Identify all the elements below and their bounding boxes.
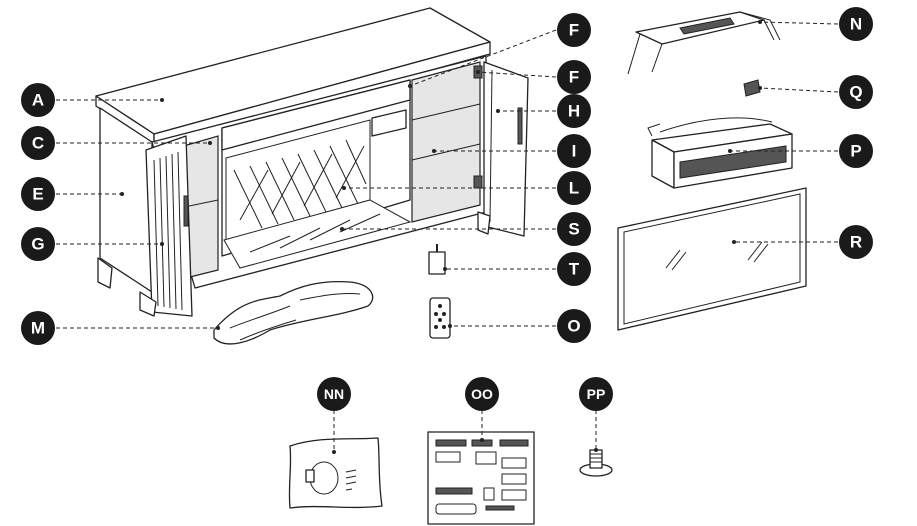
label-T: T — [557, 252, 591, 286]
svg-text:NN: NN — [324, 386, 344, 402]
label-A: A — [21, 83, 55, 117]
svg-text:G: G — [31, 235, 44, 254]
svg-text:A: A — [32, 91, 44, 110]
svg-text:C: C — [32, 134, 44, 153]
label-E: E — [21, 177, 55, 211]
label-P: P — [839, 134, 873, 168]
label-PP: PP — [579, 377, 613, 411]
svg-text:OO: OO — [471, 386, 493, 402]
svg-text:N: N — [850, 15, 862, 34]
tv-stand-cabinet — [95, 7, 529, 317]
leader-lines — [56, 20, 839, 454]
label-C: C — [21, 126, 55, 160]
label-F-upper: F — [557, 13, 591, 47]
svg-text:E: E — [32, 185, 43, 204]
label-I: I — [557, 134, 591, 168]
svg-text:S: S — [568, 220, 579, 239]
svg-text:L: L — [569, 179, 579, 198]
screw-part — [579, 449, 613, 477]
svg-text:T: T — [569, 260, 580, 279]
log-set — [213, 280, 374, 345]
label-H: H — [557, 94, 591, 128]
svg-text:R: R — [850, 233, 862, 252]
label-Q: Q — [839, 75, 873, 109]
right-door — [483, 61, 529, 237]
top-bracket — [627, 11, 781, 75]
label-OO: OO — [465, 377, 499, 411]
label-NN: NN — [317, 377, 351, 411]
svg-text:P: P — [850, 142, 861, 161]
label-S: S — [557, 212, 591, 246]
sensor-block — [428, 244, 446, 275]
remote-control — [429, 297, 451, 339]
herringbone-floor-panel — [223, 199, 412, 269]
label-O: O — [557, 309, 591, 343]
svg-text:F: F — [569, 68, 579, 87]
svg-text:O: O — [567, 317, 580, 336]
label-N: N — [839, 7, 873, 41]
label-M: M — [21, 311, 55, 345]
hardware-card — [427, 431, 535, 525]
svg-text:Q: Q — [849, 83, 862, 102]
svg-text:M: M — [31, 319, 45, 338]
anti-tip-kit — [288, 437, 383, 509]
svg-text:F: F — [569, 21, 579, 40]
electric-insert — [647, 117, 793, 189]
svg-text:PP: PP — [587, 386, 606, 402]
clip-part — [743, 79, 761, 97]
label-F-lower: F — [557, 60, 591, 94]
svg-text:I: I — [572, 142, 577, 161]
label-G: G — [21, 227, 55, 261]
glass-panel — [617, 187, 807, 331]
label-L: L — [557, 171, 591, 205]
label-R: R — [839, 225, 873, 259]
svg-text:H: H — [568, 102, 580, 121]
